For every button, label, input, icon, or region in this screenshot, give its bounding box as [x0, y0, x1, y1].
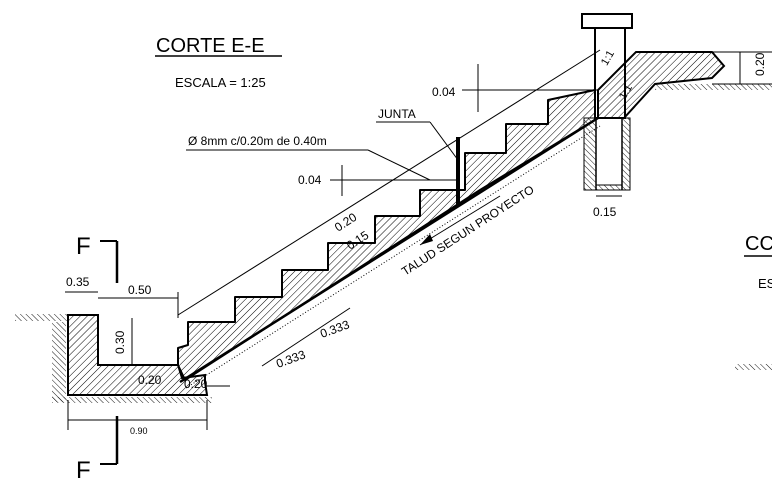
dim-020-a: 0.20	[138, 373, 162, 387]
dim-0333-b: 0.333	[318, 317, 351, 341]
svg-text:F: F	[76, 457, 91, 482]
rebar-label: Ø 8mm c/0.20m de 0.40m	[188, 134, 327, 148]
drawing-scale: ESCALA = 1:25	[175, 75, 266, 90]
column-footing-earth	[583, 117, 631, 191]
dim-035: 0.35	[66, 275, 90, 289]
svg-text:F: F	[76, 233, 91, 260]
ground-strip-left	[15, 314, 68, 321]
dim-020-step: 0.20	[332, 210, 359, 235]
dim-015-col: 0.15	[593, 205, 617, 219]
talud-arrow	[420, 234, 433, 245]
channel-earth-bottom	[52, 397, 212, 403]
channel-earth	[52, 322, 66, 402]
partial-scale: ES	[758, 276, 772, 291]
partial-title: CC	[745, 233, 772, 255]
dim-030: 0.30	[113, 330, 127, 354]
channel-concrete	[67, 314, 209, 396]
guide-line	[177, 49, 601, 316]
dim-020-right: 0.20	[753, 52, 767, 76]
dim-090: 0.90	[130, 426, 148, 436]
dim-0333-a: 0.333	[274, 347, 307, 371]
ground-strip-right	[735, 364, 772, 370]
dim-050: 0.50	[128, 283, 152, 297]
slope-earth-line	[185, 125, 601, 389]
section-marker-top: F	[76, 233, 119, 283]
drawing-title: CORTE E-E	[156, 35, 265, 57]
ground-strip-top-right	[655, 84, 772, 90]
top-cap	[581, 13, 633, 29]
dim-004-b: 0.04	[298, 173, 322, 187]
top-slab	[597, 51, 726, 119]
dim-020-b: 0.20	[184, 377, 208, 391]
dim-004-a: 0.04	[432, 85, 456, 99]
section-marker-bottom: F	[76, 416, 119, 482]
slope-base-line	[179, 116, 599, 384]
junta-label: JUNTA	[378, 107, 416, 121]
